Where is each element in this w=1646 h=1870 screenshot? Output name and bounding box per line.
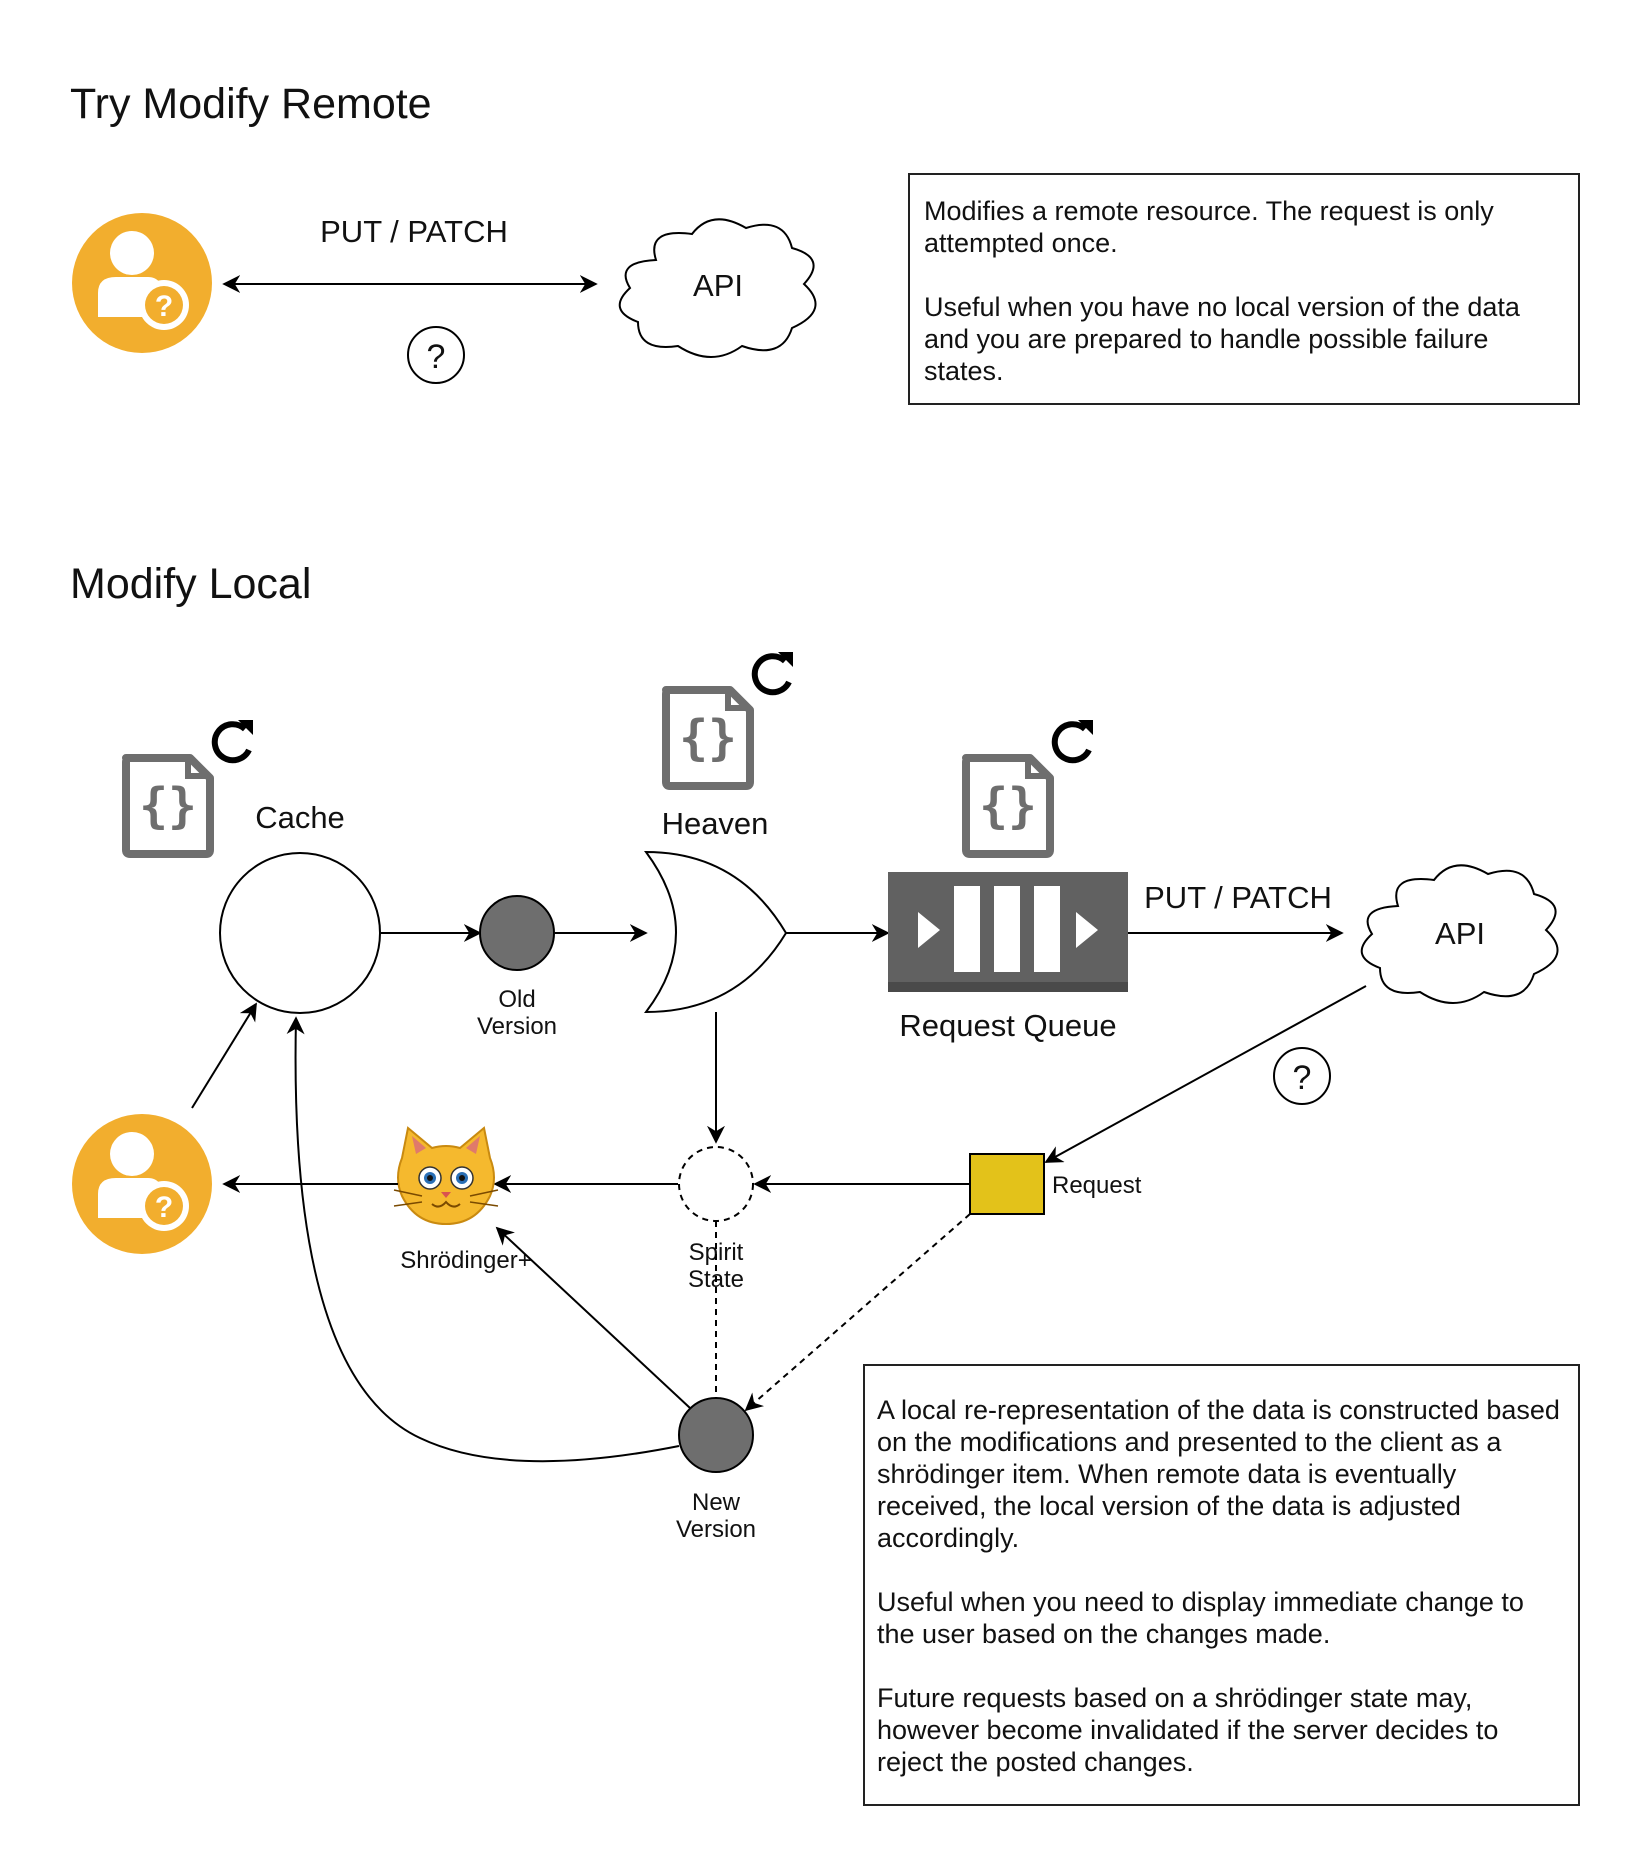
json-file-icon [966,758,1050,854]
old-version-label-line2: Version [477,1013,557,1040]
section-title-local: Modify Local [70,560,311,608]
description-local-p1: A local re-representation of the data is… [877,1395,1560,1553]
cat-icon [393,1126,499,1226]
api-label-local: API [1435,916,1485,951]
arrow-new-to-cat [495,1226,691,1409]
description-remote-p2: Useful when you have no local version of… [924,292,1520,386]
spirit-state-node [678,1146,754,1222]
question-mark-local: ? [1293,1059,1312,1097]
request-queue-label: Request Queue [899,1008,1116,1043]
user-question-icon [72,213,212,353]
arrow-api-to-request [1044,985,1367,1163]
heaven-node [643,850,788,1014]
section-title-remote: Try Modify Remote [70,80,432,128]
question-circle [407,326,465,384]
json-file-icon [666,690,750,786]
description-box-local: A local re-representation of the data is… [863,1364,1580,1806]
refresh-icon [1055,720,1093,760]
new-version-label-line2: Version [676,1516,756,1543]
heaven-label: Heaven [662,806,769,841]
arrow-user-to-cache [191,1002,257,1109]
cache-label: Cache [255,800,345,835]
description-remote-p1: Modifies a remote resource. The request … [924,196,1494,258]
question-circle-local [1273,1047,1331,1105]
old-version-node [479,895,555,971]
refresh-icon [755,652,793,692]
arrow-new-to-cache [286,1016,680,1463]
new-version-label-line1: New [692,1489,741,1516]
cache-node [219,852,381,1014]
question-mark: ? [427,338,446,376]
request-label: Request [1052,1172,1142,1199]
description-local-p2: Useful when you need to display immediat… [877,1587,1524,1649]
refresh-icon [215,720,253,760]
arrow-request-to-new [744,1213,971,1412]
description-local-p3: Future requests based on a shrödinger st… [877,1683,1499,1777]
request-queue-icon [888,872,1128,992]
api-label: API [693,268,743,303]
arrow-label-put-patch-local: PUT / PATCH [1144,880,1332,915]
request-node [969,1153,1045,1215]
arrow-label-put-patch: PUT / PATCH [320,214,508,249]
schrodinger-label: Shrödinger+ [400,1247,531,1274]
json-file-icon [126,758,210,854]
user-question-icon [72,1114,212,1254]
old-version-label-line1: Old [498,986,535,1013]
new-version-node [678,1397,754,1473]
description-box-remote: Modifies a remote resource. The request … [908,173,1580,405]
